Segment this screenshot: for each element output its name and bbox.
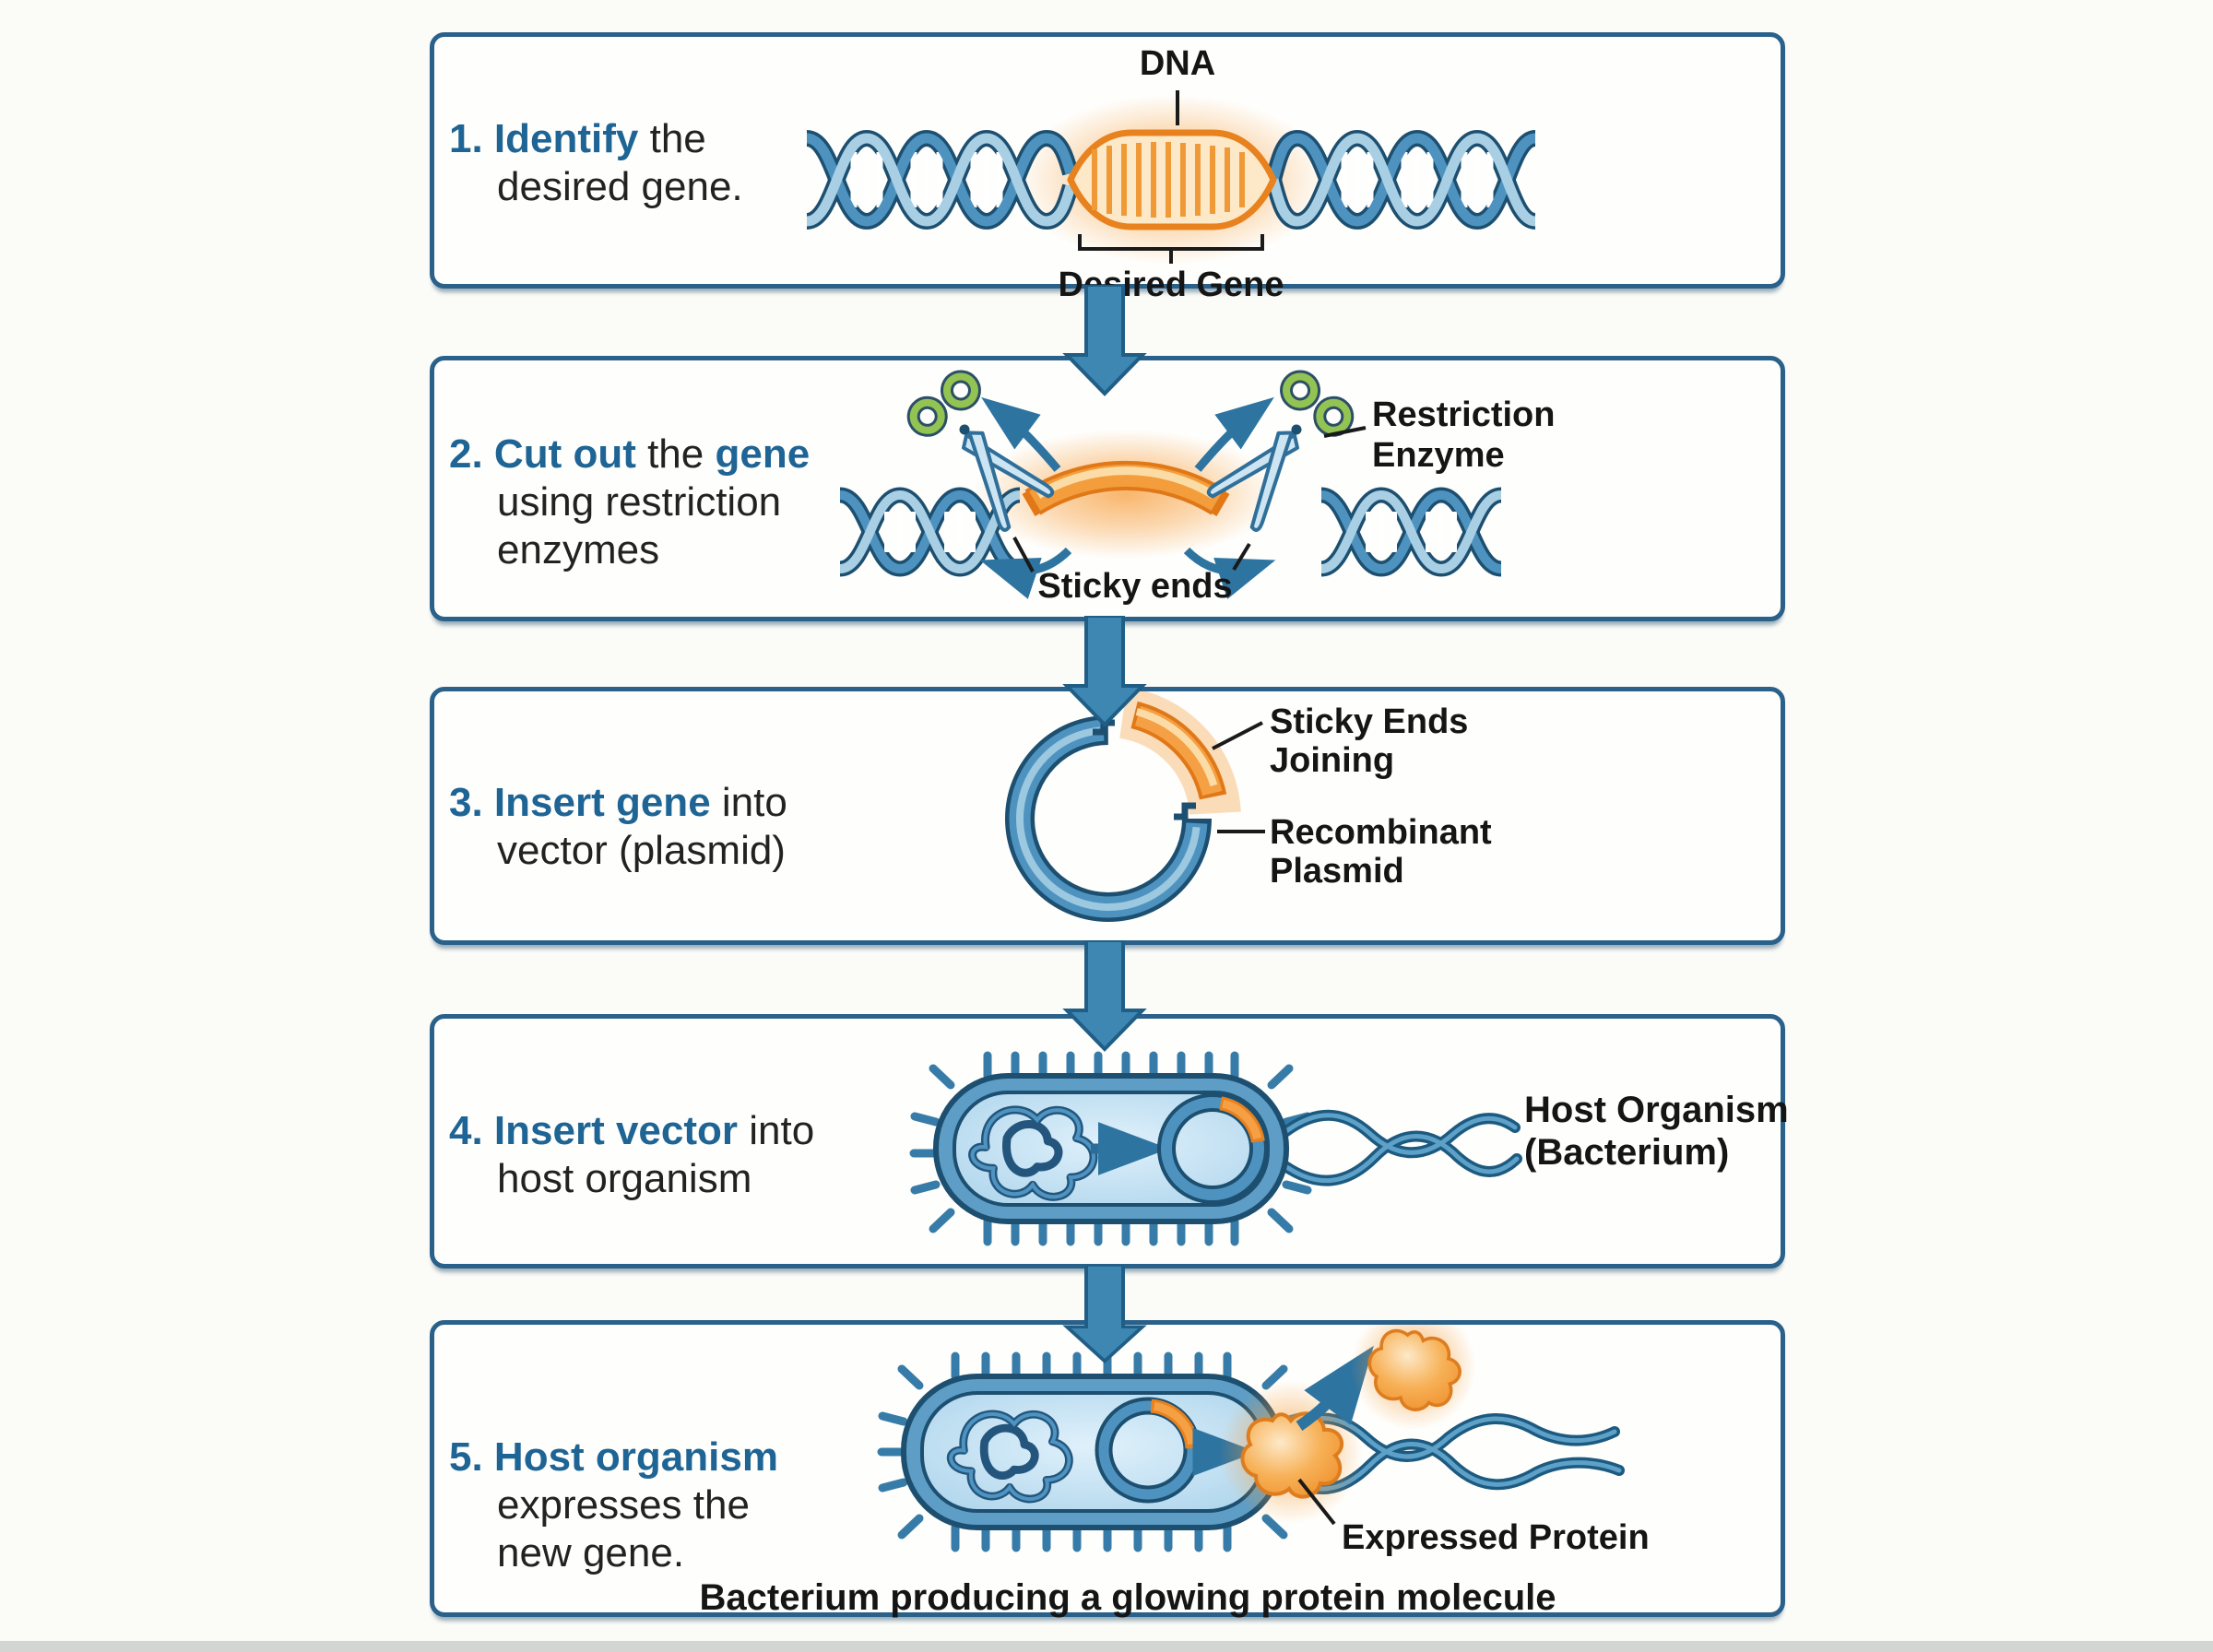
- step-4-title: 4. Insert vector into host organism: [449, 1108, 815, 1201]
- restriction-enzyme-label-line2: Enzyme: [1372, 436, 1505, 475]
- restriction-cut-illustration: [434, 360, 1790, 599]
- sticky-ends-pointer-lines: [1012, 537, 1251, 572]
- step-2-title: 2. Cut out the gene using restriction en…: [449, 431, 811, 572]
- dna-double-helix: [805, 129, 1538, 230]
- sticky-ends-joining-label-line1: Sticky Ends: [1270, 702, 1469, 741]
- recombinant-plasmid-in-cell: [1095, 1397, 1201, 1504]
- step-3-box: 3. Insert gene into vector (plasmid) Sti…: [430, 687, 1785, 950]
- step-1-title: 1. Identify the desired gene.: [449, 116, 743, 209]
- dna-helix-illustration: [805, 90, 1538, 265]
- step-5-title: 5. Host organism expresses the new gene.: [449, 1434, 778, 1575]
- plasmid-illustration: [976, 691, 1265, 950]
- host-organism-label-line1: Host Organism: [1524, 1090, 1789, 1130]
- bottom-edge-strip: [0, 1641, 2213, 1652]
- restriction-enzyme-label-line1: Restriction: [1372, 395, 1556, 434]
- bacterium-illustration: [909, 1051, 1522, 1246]
- host-organism-label-line2: (Bacterium): [1524, 1132, 1730, 1173]
- flow-arrow-icon: [1062, 940, 1147, 1052]
- step-1-box: 1. Identify the desired gene. DNA Desire…: [430, 32, 1785, 304]
- flow-arrow-icon: [1062, 1265, 1147, 1363]
- cut-gene-fragment: [1022, 461, 1230, 517]
- sticky-ends-label: Sticky ends: [1037, 567, 1233, 606]
- plasmid-in-cell: [1157, 1093, 1268, 1204]
- dna-fragment-right: [1321, 495, 1501, 569]
- sticky-ends-joining-label-line2: Joining: [1270, 741, 1395, 780]
- plasmid-ring: [1005, 715, 1212, 922]
- dna-label: DNA: [1139, 44, 1216, 83]
- recombinant-plasmid-label-line2: Plasmid: [1270, 852, 1404, 891]
- bacterium-caption: Bacterium producing a glowing protein mo…: [699, 1577, 1556, 1618]
- flow-arrow-icon: [1062, 616, 1147, 727]
- step-5-box: 5. Host organism expresses the new gene.…: [430, 1320, 1785, 1618]
- bacterium-pili: [909, 1051, 1312, 1246]
- expressed-protein-pointer-line: [1297, 1478, 1336, 1526]
- flagella: [1277, 1109, 1522, 1186]
- inserted-gene-arc: [988, 697, 1229, 939]
- plasmid-sticky-end-notches: [1093, 719, 1196, 820]
- step-4-box: 4. Insert vector into host organism Host…: [430, 1014, 1789, 1268]
- desired-gene-bracket: [1078, 234, 1264, 264]
- cut-direction-arrows: [979, 396, 1276, 599]
- step-3-title: 3. Insert gene into vector (plasmid): [449, 780, 787, 873]
- recombinant-plasmid-label-line1: Recombinant: [1270, 813, 1492, 852]
- restriction-enzyme-pointer-line: [1323, 426, 1367, 438]
- expressed-protein-label: Expressed Protein: [1342, 1518, 1650, 1557]
- label-pointer-lines: [1212, 721, 1265, 833]
- expression-illustration: [877, 1325, 1625, 1552]
- desired-gene-segment: [1067, 129, 1277, 230]
- flow-arrow-icon: [1062, 285, 1147, 396]
